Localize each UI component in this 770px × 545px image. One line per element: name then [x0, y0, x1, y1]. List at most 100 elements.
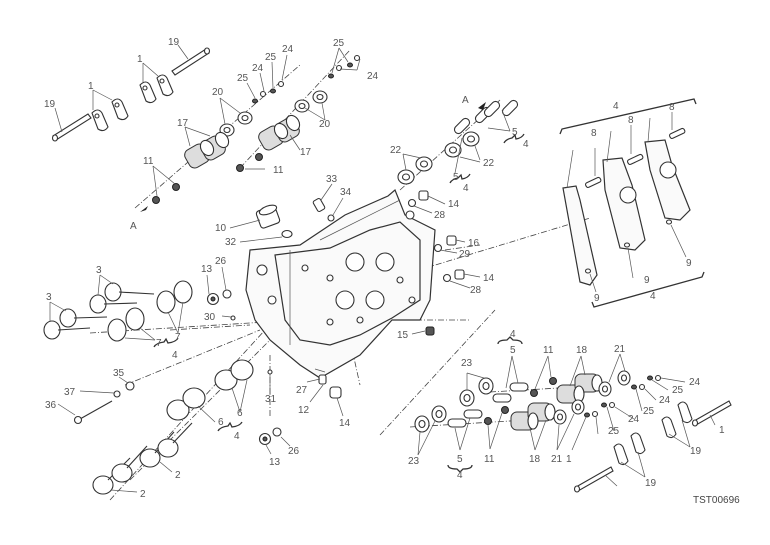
valve-seat-7-part — [107, 318, 127, 342]
callout-15: 15 — [397, 330, 409, 341]
screw-12 — [318, 374, 327, 385]
washer-37-part — [113, 390, 121, 398]
axis-stud — [124, 329, 261, 386]
callout-4: 4 — [510, 329, 516, 340]
callout-32: 32 — [225, 237, 237, 248]
callout-8: 8 — [628, 115, 634, 126]
camshaft-caps — [559, 98, 705, 308]
plug-15 — [425, 326, 435, 336]
axis-plug-14 — [349, 339, 361, 386]
valve-3-part — [104, 282, 155, 302]
gasket-26-lower — [272, 427, 282, 437]
rocker-arm — [91, 109, 109, 132]
callout-25: 25 — [265, 52, 277, 63]
callout-1: 1 — [88, 81, 94, 92]
nut-35-part — [125, 381, 135, 391]
rocker-shaft — [573, 466, 614, 493]
plug-14-mid — [454, 269, 465, 280]
callout-21: 21 — [614, 344, 626, 355]
callout-21: 21 — [551, 454, 563, 465]
callout-13: 13 — [201, 264, 213, 275]
valve-seat-6-part — [166, 399, 190, 421]
callout-4: 4 — [457, 470, 463, 481]
callout-12: 12 — [298, 405, 310, 416]
callout-14: 14 — [448, 199, 460, 210]
callout-1: 1 — [137, 54, 143, 65]
callout-24: 24 — [252, 63, 264, 74]
callout-16: 16 — [468, 238, 480, 249]
callout-25: 25 — [333, 38, 345, 49]
callout-25: 25 — [643, 406, 655, 417]
callout-19: 1 — [719, 425, 725, 436]
callout-19: 19 — [44, 99, 56, 110]
valve-3-part — [59, 308, 108, 328]
kit-braces — [153, 133, 525, 473]
callout-a: A — [462, 95, 469, 106]
callout-4: 4 — [613, 101, 619, 112]
callout-11: 11 — [273, 165, 284, 176]
callout-6: 6 — [237, 408, 243, 419]
callout-37: 37 — [64, 387, 76, 398]
callout-23: 23 — [461, 358, 473, 369]
dowel-31 — [267, 369, 273, 375]
plug-13-lower — [258, 432, 272, 446]
rocker-arm — [111, 98, 129, 121]
callout-7: 7 — [175, 332, 181, 343]
callout-9: 9 — [686, 258, 692, 269]
rocker-shaft-left — [51, 113, 92, 142]
callout-24: 24 — [689, 377, 701, 388]
callout-33: 33 — [326, 174, 338, 185]
reference-code: TST00696 — [693, 495, 740, 506]
callout-9: 9 — [594, 293, 600, 304]
valve-spring-18-part — [510, 373, 603, 431]
callout-36: 36 — [45, 400, 57, 411]
upper-right-valve-guides — [397, 99, 519, 185]
callout-18: 18 — [529, 454, 541, 465]
valve-spring-part — [258, 114, 301, 151]
sealing-washer-part — [327, 214, 335, 222]
rocker-arm — [156, 74, 174, 97]
callout-1: 19 — [645, 478, 657, 489]
union-fitting-part — [255, 204, 281, 229]
callout-11: 11 — [543, 345, 554, 356]
intake-valves — [92, 359, 254, 495]
upper-left-valve-train — [140, 80, 285, 212]
callout-3: 3 — [46, 292, 52, 303]
valve-3-part — [43, 320, 91, 340]
callout-a: A — [130, 221, 137, 232]
leader-lines — [49, 44, 716, 493]
arrow-a-left — [140, 206, 148, 212]
callout-25: 25 — [237, 73, 249, 84]
cap-left — [562, 185, 598, 286]
callout-9: 9 — [644, 275, 650, 286]
valve-guide-5-part — [447, 418, 467, 428]
screw-8-part — [585, 176, 602, 188]
callout-24: 24 — [659, 395, 671, 406]
callout-4: 4 — [650, 291, 656, 302]
callout-27: 27 — [296, 385, 308, 396]
cylinder-head — [245, 188, 436, 379]
kit-brace-lower — [591, 271, 705, 308]
callout-4: 4 — [234, 431, 240, 442]
upper-mid-valve-train — [236, 54, 361, 172]
stud-36-part — [73, 400, 113, 425]
callout-23: 23 — [408, 456, 420, 467]
valve-guide-part — [453, 117, 471, 135]
callout-6: 6 — [218, 417, 224, 428]
plug-14-upper — [418, 190, 429, 201]
callout-18: 18 — [576, 345, 588, 356]
callout-4: 4 — [523, 139, 529, 150]
callout-34: 34 — [340, 187, 352, 198]
plug-14-lower — [329, 386, 342, 399]
cap-middle — [602, 157, 646, 251]
valve-2-part — [111, 445, 148, 483]
callout-22: 22 — [483, 158, 495, 169]
callout-31: 31 — [265, 394, 277, 405]
callout-3: 3 — [96, 265, 102, 276]
rocker-arm — [139, 81, 157, 104]
plug-13-upper — [206, 292, 220, 306]
arrow-a-right — [478, 102, 486, 110]
valve-3-part — [89, 294, 138, 314]
